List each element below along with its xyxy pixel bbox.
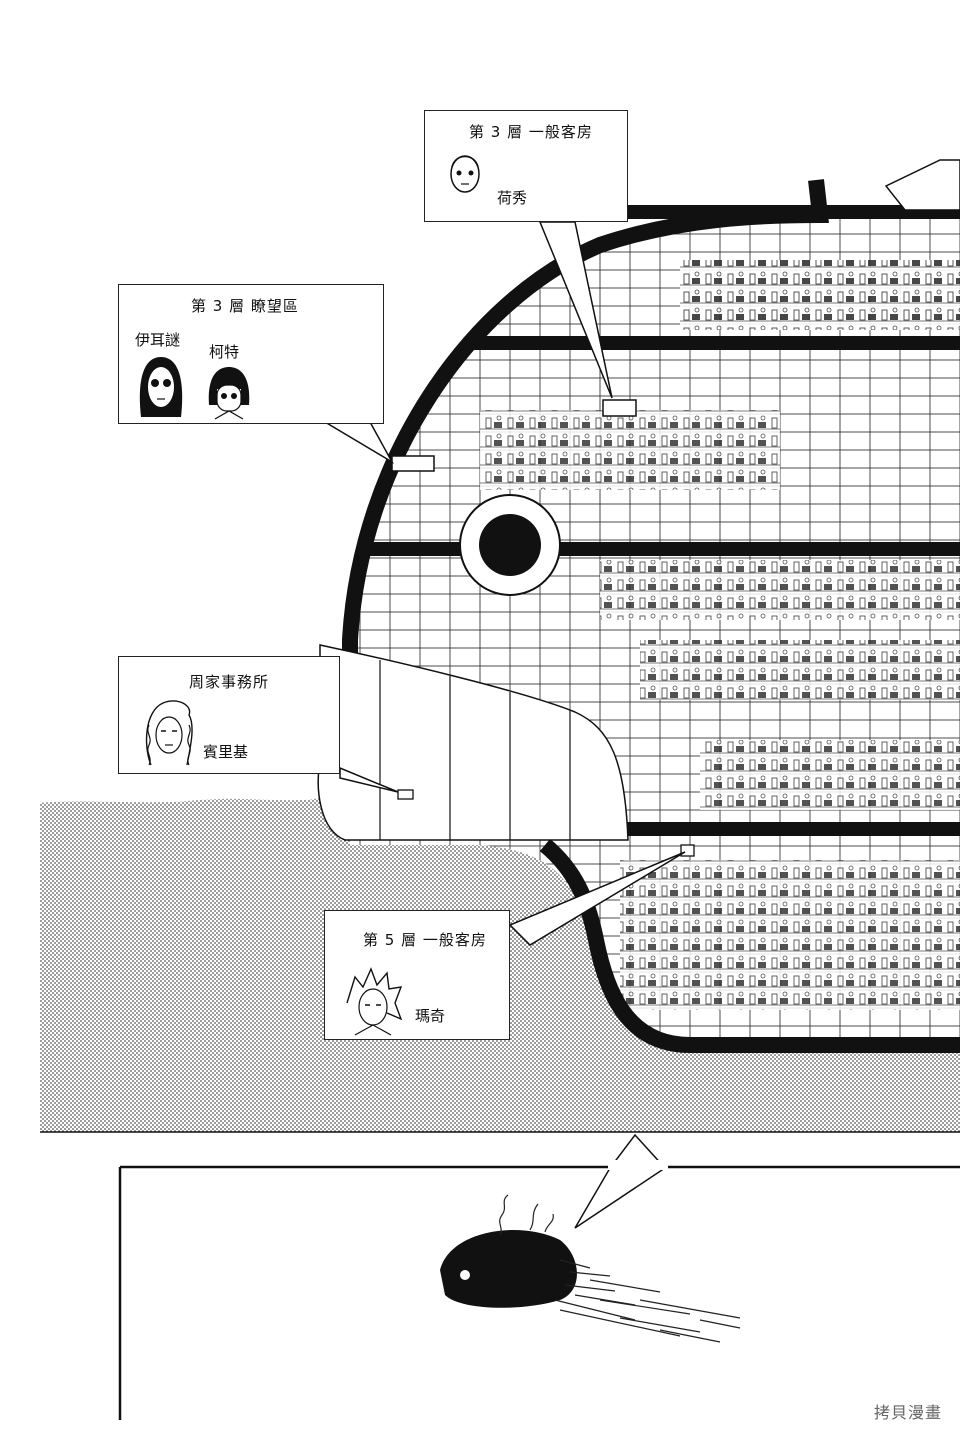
character-name: 伊耳謎 <box>135 331 181 349</box>
character-name: 瑪奇 <box>415 1007 446 1025</box>
callout-title: 第 3 層 瞭望區 <box>191 297 299 315</box>
character-face-icon <box>139 357 183 417</box>
callout-title: 周家事務所 <box>189 673 270 691</box>
callout-title: 第 3 層 一般客房 <box>469 123 593 141</box>
character-name: 荷秀 <box>497 189 528 207</box>
character-name: 賓里基 <box>203 743 249 761</box>
dark-vessel-illustration <box>440 1194 741 1343</box>
porthole-icon <box>459 494 561 596</box>
character-face-icon <box>208 367 250 420</box>
callout-lookout: 第 3 層 瞭望區 伊耳謎 柯特 <box>118 284 384 424</box>
callout-top: 第 3 層 一般客房 荷秀 <box>424 110 628 222</box>
character-face-icon <box>145 700 193 766</box>
character-face-icon <box>450 155 480 193</box>
character-name: 柯特 <box>209 343 240 361</box>
callout-office: 周家事務所 賓里基 <box>118 656 340 774</box>
callout-title: 第 5 層 一般客房 <box>363 931 487 949</box>
watermark: 拷貝漫畫 <box>873 1403 942 1422</box>
callout-floor5: 第 5 層 一般客房 瑪奇 <box>324 910 510 1040</box>
character-face-icon <box>346 967 403 1036</box>
